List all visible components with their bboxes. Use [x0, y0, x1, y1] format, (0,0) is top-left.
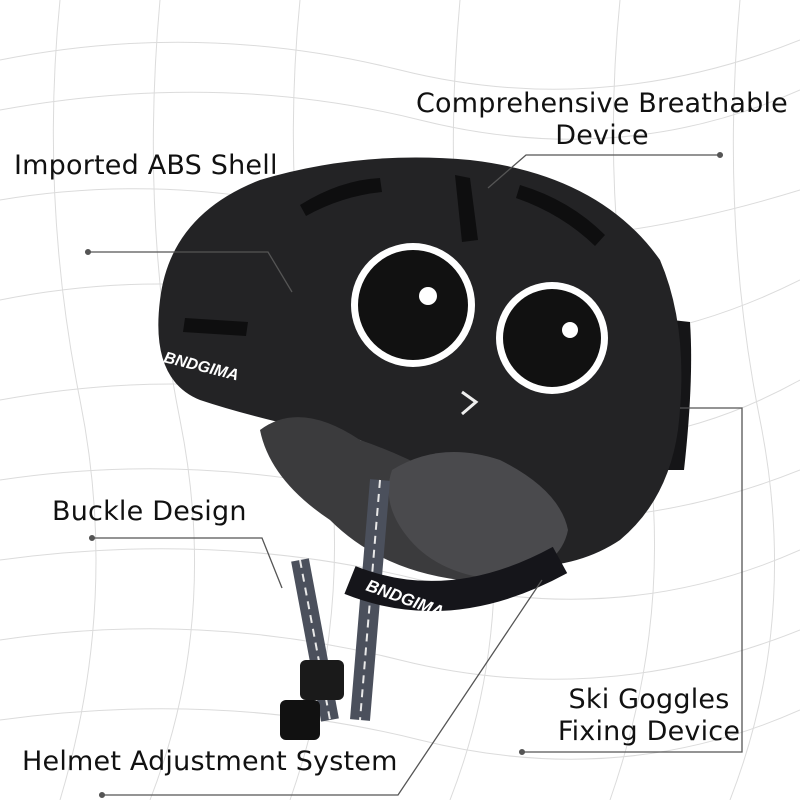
cartoon-eyes-shape	[351, 243, 608, 416]
callout-goggles-fixing: Ski Goggles Fixing Device	[533, 684, 765, 749]
callout-adjustment-system: Helmet Adjustment System	[22, 746, 398, 777]
callout-goggles-line2: Fixing Device	[557, 716, 741, 748]
callout-goggles-line1: Ski Goggles	[568, 684, 730, 715]
callout-abs-shell: Imported ABS Shell	[14, 150, 278, 181]
ear-pad-fabric	[388, 452, 568, 580]
callout-breathable-line2: Device	[555, 120, 649, 152]
callout-breathable-device: Comprehensive Breathable Device	[414, 88, 790, 153]
callout-leader-lines	[84, 151, 743, 799]
callout-buckle-design: Buckle Design	[52, 496, 247, 527]
breathable-vents-shape	[183, 175, 605, 336]
callout-breathable-line1: Comprehensive Breathable	[416, 88, 788, 119]
